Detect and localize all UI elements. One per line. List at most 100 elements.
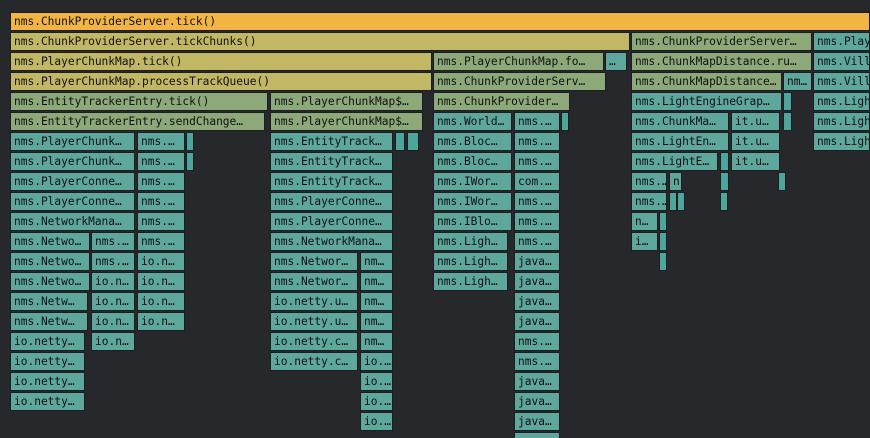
stack-frame[interactable]: nms.… [137,212,185,231]
stack-frame[interactable]: nms.ChunkMapDistance.ru… [631,52,812,71]
stack-frame[interactable]: nms.PlayerConne… [270,192,393,211]
stack-frame[interactable]: nm… [360,292,393,311]
stack-frame[interactable]: java… [514,412,560,431]
stack-frame[interactable]: nms.Bloc… [433,132,512,151]
stack-frame[interactable]: nms.ChunkMa… [631,112,729,131]
stack-frame[interactable]: nms.PlayerConne… [270,212,393,231]
stack-frame[interactable]: nms.ChunkProviderServer… [631,32,812,51]
stack-frame[interactable]: nms.Ligh… [433,252,508,271]
stack-frame[interactable]: java… [514,292,560,311]
stack-frame[interactable]: io.n… [91,312,135,331]
stack-frame[interactable]: nms.… [137,152,185,171]
stack-frame[interactable]: nm… [360,272,393,291]
stack-frame[interactable]: nms.IWor… [433,172,512,191]
stack-frame[interactable]: nms.ChunkProviderServer.tickChunks() [10,32,630,51]
stack-frame[interactable]: nms.Vill… [813,52,870,71]
stack-frame[interactable]: nms.Ligh… [433,232,508,251]
stack-frame[interactable]: nms.… [514,232,560,251]
stack-frame[interactable] [659,252,667,271]
stack-frame[interactable]: it.u… [731,132,780,151]
stack-frame[interactable]: com.… [514,172,560,191]
stack-frame[interactable]: nms.… [514,192,560,211]
stack-frame[interactable]: io.n… [91,292,135,311]
stack-frame[interactable]: nms.PlayerChunkMap$… [270,92,423,111]
stack-frame[interactable]: i… [631,232,658,251]
stack-frame[interactable]: nms.EntityTrackerEntry.tick() [10,92,268,111]
stack-frame[interactable]: io.netty… [10,372,85,391]
stack-frame[interactable]: nms.NetworkMana… [270,232,393,251]
stack-frame[interactable]: nms.Netwo… [10,272,90,291]
stack-frame[interactable]: nms.LightE… [631,152,718,171]
stack-frame[interactable]: nms.EntityTrack… [270,152,393,171]
stack-frame[interactable] [783,92,792,111]
stack-frame[interactable]: … [605,52,627,71]
stack-frame[interactable]: nms.IWor… [433,192,512,211]
stack-frame[interactable]: nms.Networ… [270,252,358,271]
stack-frame[interactable]: io.netty… [10,352,85,371]
stack-frame[interactable]: nms.LightEn… [631,132,729,151]
stack-frame[interactable]: io.netty.c… [270,352,358,371]
stack-frame[interactable]: nm… [783,72,812,91]
stack-frame[interactable]: nms.… [514,352,560,371]
stack-frame[interactable] [720,192,728,211]
stack-frame[interactable]: nms.… [137,192,185,211]
stack-frame[interactable] [783,112,792,131]
stack-frame[interactable]: nms.PlayerChunk… [10,152,135,171]
stack-frame[interactable]: io.netty.c… [270,332,358,351]
stack-frame[interactable]: io.… [360,372,393,391]
stack-frame[interactable] [514,432,560,438]
stack-frame[interactable]: nms.Ligh… [813,112,870,131]
stack-frame[interactable] [407,132,419,151]
stack-frame[interactable]: nms.… [137,172,185,191]
stack-frame[interactable]: java… [514,252,560,271]
stack-frame[interactable]: nms.… [137,232,185,251]
stack-frame[interactable]: io.… [360,412,393,431]
stack-frame[interactable]: nms.Ligh… [433,272,508,291]
stack-frame[interactable]: nms.ChunkProviderServer.tick() [10,12,870,31]
stack-frame[interactable]: nms.ChunkProviderServ… [433,72,606,91]
stack-frame[interactable]: nms.Ligh… [813,92,870,111]
stack-frame[interactable] [720,172,729,191]
stack-frame[interactable]: io.netty.u… [270,292,358,311]
stack-frame[interactable]: nms.Netw… [10,292,88,311]
stack-frame[interactable]: nms.LightEngineGrap… [631,92,782,111]
stack-frame[interactable]: nms.EntityTrack… [270,132,393,151]
stack-frame[interactable]: io.n… [137,292,185,311]
stack-frame[interactable]: nms.… [91,252,135,271]
stack-frame[interactable] [669,192,677,211]
stack-frame[interactable]: nms.PlayerChunk… [10,132,135,151]
stack-frame[interactable]: io.netty… [10,392,85,411]
stack-frame[interactable]: nms.… [514,152,560,171]
stack-frame[interactable]: nms.Bloc… [433,152,512,171]
stack-frame[interactable]: nms.Networ… [270,272,358,291]
stack-frame[interactable]: nms.NetworkMana… [10,212,135,231]
stack-frame[interactable]: n… [631,212,658,231]
stack-frame[interactable]: nms.EntityTrack… [270,172,393,191]
stack-frame[interactable] [677,192,685,211]
stack-frame[interactable]: nms.EntityTrackerEntry.sendChange… [10,112,265,131]
stack-frame[interactable]: io.n… [137,252,185,271]
stack-frame[interactable]: nms.PlayerChunkMap$… [270,112,423,131]
stack-frame[interactable]: nms.World… [433,112,512,131]
stack-frame[interactable]: java… [514,372,560,391]
stack-frame[interactable]: nm… [360,252,393,271]
stack-frame[interactable]: io.… [360,352,393,371]
stack-frame[interactable]: nms.Vill… [813,72,870,91]
stack-frame[interactable]: nms.Ligh… [813,132,870,151]
stack-frame[interactable]: nms.Netwo… [10,232,90,251]
stack-frame[interactable]: nms.… [514,112,560,131]
stack-frame[interactable] [561,112,569,131]
stack-frame[interactable]: nms.… [631,172,667,191]
stack-frame[interactable]: nms.… [514,332,560,351]
stack-frame[interactable]: it.u… [731,112,780,131]
stack-frame[interactable] [395,132,405,151]
stack-frame[interactable] [186,132,194,151]
stack-frame[interactable]: nms.PlayerChunkMap.processTrackQueue() [10,72,432,91]
stack-frame[interactable]: io.n… [91,272,135,291]
stack-frame[interactable]: nms.… [514,212,560,231]
stack-frame[interactable] [659,212,667,231]
stack-frame[interactable] [186,152,194,171]
stack-frame[interactable]: n [669,172,682,191]
stack-frame[interactable]: java… [514,272,560,291]
stack-frame[interactable]: nms.Netwo… [10,252,90,271]
